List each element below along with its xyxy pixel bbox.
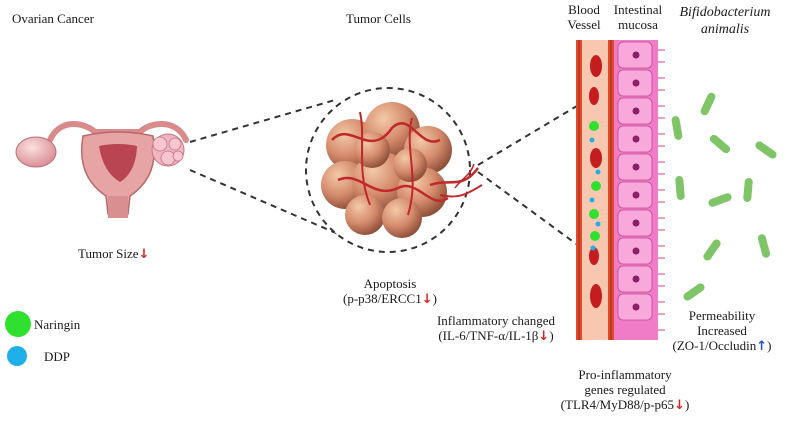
inflammatory-line-1: Inflammatory changed xyxy=(436,313,556,328)
inflammatory-close-paren: ) xyxy=(549,328,554,343)
legend-ddp-swatch xyxy=(7,346,27,366)
pro-inflammatory-line-3: (TLR4/MyD88/p-p65↓) xyxy=(530,397,720,413)
bacterium-line-1: Bifidobacterium xyxy=(679,5,771,20)
permeability-markers: (ZO-1/Occludin xyxy=(672,338,757,353)
permeability-label: Permeability Increased (ZO-1/Occludin↑) xyxy=(660,308,784,354)
inflammatory-markers: (IL-6/TNF-α/IL-1β xyxy=(438,328,539,343)
uterus-illustration xyxy=(15,120,189,218)
legend-naringin-swatch xyxy=(5,311,31,337)
permeability-close-paren: ) xyxy=(767,338,772,353)
bacterium-line-2: animalis xyxy=(700,22,750,37)
pro-inflammatory-line-1: Pro-inflammatory xyxy=(578,367,672,382)
blood-vessel xyxy=(576,40,614,340)
inflammatory-line-2: (IL-6/TNF-α/IL-1β↓) xyxy=(416,328,576,344)
blood-vessel-label: Blood Vessel xyxy=(556,2,612,32)
tumor-size-down-arrow-icon: ↓ xyxy=(138,247,150,262)
pro-inflammatory-label: Pro-inflammatory genes regulated (TLR4/M… xyxy=(530,367,720,413)
permeability-line-1: Permeability xyxy=(688,308,756,323)
bacteria-group xyxy=(671,92,777,301)
tumor-size-text: Tumor Size xyxy=(78,246,139,261)
permeability-line-3: (ZO-1/Occludin↑) xyxy=(660,338,784,354)
intestinal-mucosa-line-2: mucosa xyxy=(618,17,658,32)
connector-vessel-upper xyxy=(477,96,593,166)
apoptosis-line-1: Apoptosis xyxy=(363,276,417,291)
pro-inflammatory-down-arrow-icon: ↓ xyxy=(674,398,685,413)
permeability-up-arrow-icon: ↑ xyxy=(756,339,768,354)
intestinal-mucosa-label: Intestinal mucosa xyxy=(606,2,670,32)
pro-inflammatory-markers: (TLR4/MyD88/p-p65 xyxy=(560,397,675,412)
intestinal-mucosa-line-1: Intestinal xyxy=(613,2,663,17)
connector-upper xyxy=(189,99,336,143)
legend-naringin-label: Naringin xyxy=(34,317,81,332)
pro-inflammatory-line-2: genes regulated xyxy=(584,382,666,397)
tumor-size-label: Tumor Size↓ xyxy=(78,246,149,262)
permeability-line-2: Increased xyxy=(697,323,747,338)
apoptosis-close-paren: ) xyxy=(432,291,437,306)
apoptosis-label: Apoptosis (p-p38/ERCC1↓) xyxy=(320,276,460,307)
apoptosis-line-2: (p-p38/ERCC1↓) xyxy=(320,291,460,307)
pro-inflammatory-close-paren: ) xyxy=(684,397,690,412)
tumor-cells-illustration xyxy=(321,102,483,238)
intestinal-mucosa xyxy=(614,40,665,340)
bacterium-label: Bifidobacterium animalis xyxy=(666,4,784,38)
legend-ddp-label: DDP xyxy=(44,349,71,364)
blood-vessel-line-1: Blood xyxy=(568,2,600,17)
connector-vessel-lower xyxy=(477,171,591,255)
ovarian-cancer-label: Ovarian Cancer xyxy=(12,11,94,26)
inflammatory-label: Inflammatory changed (IL-6/TNF-α/IL-1β↓) xyxy=(416,313,576,344)
apoptosis-markers: (p-p38/ERCC1 xyxy=(343,291,422,306)
tumor-cells-label: Tumor Cells xyxy=(346,11,411,26)
apoptosis-down-arrow-icon: ↓ xyxy=(421,292,433,307)
connector-lower xyxy=(189,169,353,241)
inflammatory-down-arrow-icon: ↓ xyxy=(538,329,550,344)
blood-vessel-line-2: Vessel xyxy=(567,17,601,32)
